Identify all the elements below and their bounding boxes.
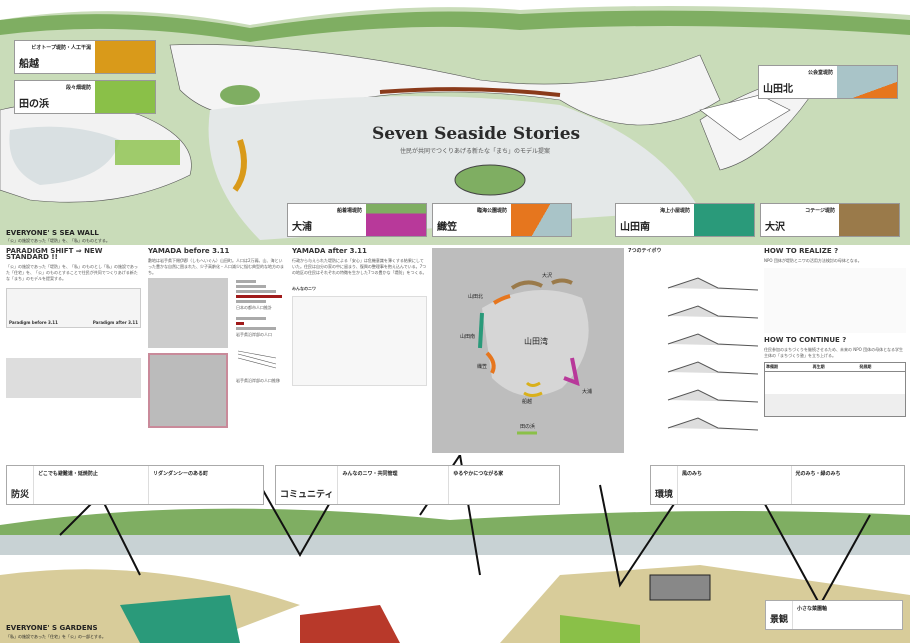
section-text: 「公」の施設であった「堤防」を、「私」のものとし「私」の施設であった「住宅」を、… (6, 264, 138, 281)
how-to-column: HOW TO REALIZE ? NPO 団体が堤防とニワの活用方法検討の母体と… (764, 248, 906, 455)
callout-place: 山田南 (620, 222, 650, 233)
section-text: NPO 団体が堤防とニワの活用方法検討の母体となる。 (764, 258, 862, 263)
callout-title: 段々畑堤防 (65, 85, 91, 91)
section-text: 住民参加のまちづくりを継続させるため、未来の NPO 団体の母体となる学生主体の… (764, 347, 903, 358)
band-item: ゆるやかにつながる家 (448, 466, 559, 504)
callout-title: 海上小屋堤防 (659, 208, 690, 214)
callout-oura: 船着場堤防大浦 (287, 203, 427, 237)
callout-place: 山田北 (763, 84, 793, 95)
map-label: 織笠 (477, 364, 488, 370)
band-item: リダンダンシーのある町 (148, 466, 263, 504)
callout-title: ビオトープ堤防・人工干潟 (31, 45, 91, 51)
section-title: YAMADA after 3.11 (292, 247, 367, 255)
band-item: どこでも避難道・延焼防止 (33, 466, 148, 504)
map-label: 船越 (522, 399, 533, 405)
callout-image (839, 204, 899, 236)
gardens-title: EVERYONE' S GARDENS (6, 624, 98, 632)
category-label: コミュニティ (280, 490, 334, 500)
callout-image (694, 204, 754, 236)
section-text: 行政から与えられた堤防による「安心」は危機意識を薄くする結果にしていた。住民は自… (292, 258, 427, 275)
callout-image (95, 81, 155, 113)
gardens-caption: 「私」の施設であった「住宅」を「公」の一部とする。 (6, 634, 106, 639)
map-label: 大浦 (582, 389, 593, 395)
category-label: 防災 (11, 490, 30, 500)
keikan-band: 景観 小さな菜園軸 (765, 600, 903, 630)
bousai-band: 防災 どこでも避難道・延焼防止 リダンダンシーのある町 (6, 465, 264, 505)
callout-place: 織笠 (437, 222, 457, 233)
callout-funakoshi: ビオトープ堤防・人工干潟 船越 (14, 40, 156, 74)
section-title: HOW TO REALIZE ? (764, 247, 839, 255)
realize-diagram (764, 268, 906, 333)
population-chart: 日本の都市人口推計 岩手県沿岸部の人口 岩手県沿岸部の人口推移 (236, 278, 284, 384)
callout-image (95, 41, 155, 73)
section-title: HOW TO CONTINUE ? (764, 336, 847, 344)
section-title: PARADIGM SHIFT ⇒ NEW STANDARD !! (6, 247, 103, 261)
callout-yamada-kita: 公会堂堤防山田北 (758, 65, 898, 99)
callout-title: 臨海公園堤防 (476, 208, 507, 214)
phase-table: 準備期再生期発展期 (764, 362, 906, 372)
map-label: 大沢 (542, 273, 553, 279)
location-map (148, 278, 228, 348)
yamada-after-section: YAMADA after 3.11 行政から与えられた堤防による「安心」は危機意… (292, 248, 427, 455)
section-title: YAMADA before 3.11 (148, 247, 230, 255)
callout-yamada-minami: 海上小屋堤防山田南 (615, 203, 755, 237)
community-band: コミュニティ みんなのニワ・共同管理 ゆるやかにつながる家 (275, 465, 560, 505)
bay-map (148, 353, 228, 428)
paradigm-section: PARADIGM SHIFT ⇒ NEW STANDARD !! 「公」の施設で… (6, 248, 141, 455)
map-label: 田の浜 (520, 424, 536, 430)
section-title: 7つのテイボウ (628, 248, 662, 254)
sea-wall-sections (667, 277, 759, 431)
coastline-map: ビオトープ堤防・人工干潟 船越 段々畑堤防田の浜 公会堂堤防山田北 海上小屋堤防… (0, 0, 910, 245)
callout-place: 大浦 (292, 222, 312, 233)
page-title: Seven Seaside Stories (372, 124, 581, 144)
bay-label: 山田湾 (524, 337, 548, 346)
section-text: 敷地は岩手県下閉伊郡（しもへいぐん）山田町。人口は2万弱。山、海といった豊かな自… (148, 258, 284, 275)
map-label: 山田南 (460, 334, 476, 340)
callout-title: 公会堂堤防 (807, 70, 833, 76)
section-subtitle: みんなのニワ (292, 286, 316, 291)
category-label: 環境 (655, 490, 674, 500)
callout-place: 田の浜 (19, 99, 49, 110)
callout-image (366, 204, 426, 236)
bay-plan-map: 山田湾 大沢 山田北 山田南 織笠 船越 田の浜 大浦 (432, 248, 624, 453)
sea-wall-caption: 「公」の施設であった「堤防」を、「私」のものとする。 (6, 238, 110, 243)
callout-tanohama: 段々畑堤防田の浜 (14, 80, 156, 114)
callout-orikasa: 臨海公園堤防織笠 (432, 203, 572, 237)
category-label: 景観 (770, 615, 789, 625)
sections-column: 7つのテイボウ (628, 248, 759, 455)
yamada-before-section: YAMADA before 3.11 敷地は岩手県下閉伊郡（しもへいぐん）山田町… (148, 248, 286, 455)
band-item: 風のみち (677, 466, 791, 504)
band-item: みんなのニワ・共同管理 (337, 466, 448, 504)
band-item: 光のみち・緑のみち (790, 466, 905, 504)
sea-wall-title: EVERYONE' S SEA WALL (6, 229, 99, 237)
band-item: 小さな菜園軸 (792, 601, 902, 629)
callout-image (511, 204, 571, 236)
page-subtitle: 住民が共同でつくりあげる新たな「まち」のモデル提案 (400, 148, 551, 155)
community-diagram (292, 296, 427, 386)
callout-title: コテージ堤防 (805, 208, 835, 214)
photo (6, 358, 141, 398)
callout-image (837, 66, 897, 98)
callout-place: 船越 (19, 59, 39, 70)
kankyo-band: 環境 風のみち 光のみち・緑のみち (650, 465, 905, 505)
callout-title: 船着場堤防 (336, 208, 362, 214)
callout-osawa: コテージ堤防大沢 (760, 203, 900, 237)
callout-place: 大沢 (765, 222, 785, 233)
map-label: 山田北 (468, 294, 484, 300)
